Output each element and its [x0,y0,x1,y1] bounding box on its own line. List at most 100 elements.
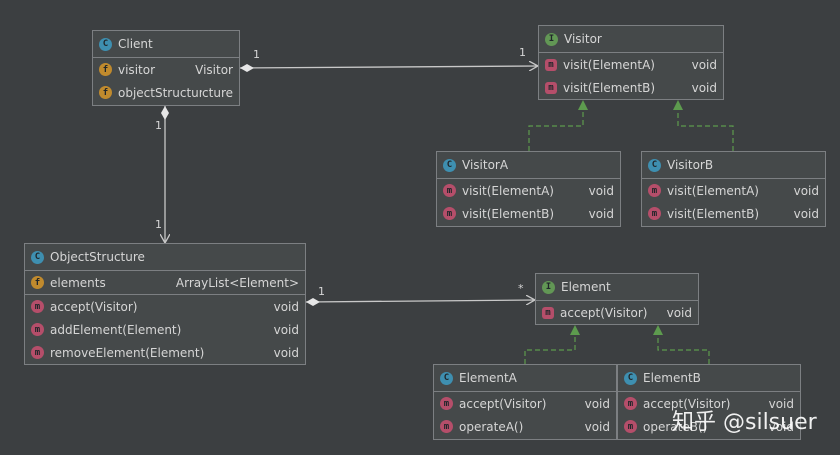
interface-visitor[interactable]: I Visitor m visit(ElementA) void m visit… [538,25,724,100]
methods-section: m accept(Visitor) void m operateB() void [618,392,800,438]
method-return-type: void [588,183,614,198]
method-return-type: void [768,419,794,434]
field-type: Visitor [195,62,233,77]
method-name: visit(ElementA) [563,57,655,72]
class-icon: C [443,158,456,172]
association-client-objectstructure [161,106,169,243]
method-icon: m [443,184,456,197]
realization-visitorb-visitor [673,100,734,151]
class-name: ElementA [459,371,517,385]
field-row[interactable]: f elements ArrayList<Element> [25,271,305,294]
method-return-type: void [691,57,717,72]
method-row[interactable]: m addElement(Element) void [25,318,305,341]
method-row[interactable]: m accept(Visitor) void [434,392,616,415]
method-row[interactable]: m visit(ElementA) void [437,179,620,202]
method-return-type: void [273,345,299,360]
association-client-visitor [239,64,538,72]
method-name: accept(Visitor) [50,299,138,314]
method-icon: m [440,420,453,433]
method-icon: m [440,397,453,410]
method-row[interactable]: m accept(Visitor) void [536,301,698,324]
multiplicity-label: * [518,282,524,295]
association-objectstructure-element [305,298,535,306]
class-header[interactable]: I Visitor [539,26,723,53]
methods-section: m accept(Visitor) void [536,301,698,324]
interface-icon: I [542,280,555,294]
class-name: VisitorB [667,158,714,172]
field-type: cture [202,85,233,100]
method-name: visit(ElementB) [462,206,555,221]
method-row[interactable]: m visit(ElementA) void [642,179,825,202]
method-row[interactable]: m visit(ElementB) void [437,202,620,225]
method-name: operateB() [643,419,708,434]
method-return-type: void [273,322,299,337]
class-header[interactable]: C VisitorB [642,152,825,179]
method-row[interactable]: m visit(ElementA) void [539,53,723,76]
class-icon: C [31,250,44,264]
method-return-type: void [666,305,692,320]
class-name: Visitor [564,32,602,46]
class-header[interactable]: C Client [93,31,239,58]
composition-diamond [161,106,169,120]
method-row[interactable]: m operateB() void [618,415,800,438]
composition-diamond [306,298,320,306]
class-visitorb[interactable]: C VisitorB m visit(ElementA) void m visi… [641,151,826,227]
method-name: accept(Visitor) [643,396,731,411]
composition-diamond [240,64,254,72]
realization-visitora-visitor [528,100,588,151]
class-header[interactable]: I Element [536,274,698,301]
field-name: objectStructure [118,85,203,100]
field-icon: f [31,276,44,289]
methods-section: m visit(ElementA) void m visit(ElementB)… [539,53,723,99]
method-row[interactable]: m operateA() void [434,415,616,438]
class-name: Element [561,280,611,294]
methods-section: m accept(Visitor) void m operateA() void [434,392,616,438]
method-return-type: void [588,206,614,221]
method-row[interactable]: m visit(ElementB) void [539,76,723,99]
fields-section: f elements ArrayList<Element> [25,271,305,295]
class-name: VisitorA [462,158,509,172]
method-icon: m [648,207,661,220]
method-name: accept(Visitor) [560,305,648,320]
class-icon: C [99,37,112,51]
method-icon: m [31,300,44,313]
class-header[interactable]: C VisitorA [437,152,620,179]
class-icon: C [624,371,637,385]
interface-element[interactable]: I Element m accept(Visitor) void [535,273,699,325]
class-header[interactable]: C ObjectStructure [25,244,305,271]
field-row[interactable]: f objectStructure cture [93,81,239,104]
method-name: visit(ElementA) [667,183,759,198]
class-objectstructure[interactable]: C ObjectStructure f elements ArrayList<E… [24,243,306,365]
method-row[interactable]: m removeElement(Element) void [25,341,305,364]
method-row[interactable]: m accept(Visitor) void [25,295,305,318]
class-header[interactable]: C ElementB [618,365,800,392]
field-icon: f [99,86,112,99]
method-return-type: void [584,419,610,434]
method-name: visit(ElementB) [563,80,656,95]
field-icon: f [99,63,112,76]
class-elementb[interactable]: C ElementB m accept(Visitor) void m oper… [617,364,801,440]
field-row[interactable]: f visitor Visitor [93,58,239,81]
class-client[interactable]: C Client f visitor Visitor f objectStruc… [92,30,240,106]
methods-section: m visit(ElementA) void m visit(ElementB)… [437,179,620,225]
class-elementa[interactable]: C ElementA m accept(Visitor) void m oper… [433,364,617,440]
class-visitora[interactable]: C VisitorA m visit(ElementA) void m visi… [436,151,621,227]
method-name: visit(ElementB) [667,206,760,221]
abstract-method-icon: m [545,81,557,94]
method-return-type: void [691,80,717,95]
realization-elementb-element [653,325,710,364]
interface-icon: I [545,32,558,46]
method-return-type: void [584,396,610,411]
method-icon: m [443,207,456,220]
method-return-type: void [793,206,819,221]
class-icon: C [648,158,661,172]
class-header[interactable]: C ElementA [434,365,616,392]
abstract-method-icon: m [545,58,557,71]
method-icon: m [31,323,44,336]
method-row[interactable]: m accept(Visitor) void [618,392,800,415]
field-name: elements [50,275,106,290]
class-name: ElementB [643,371,701,385]
method-row[interactable]: m visit(ElementB) void [642,202,825,225]
